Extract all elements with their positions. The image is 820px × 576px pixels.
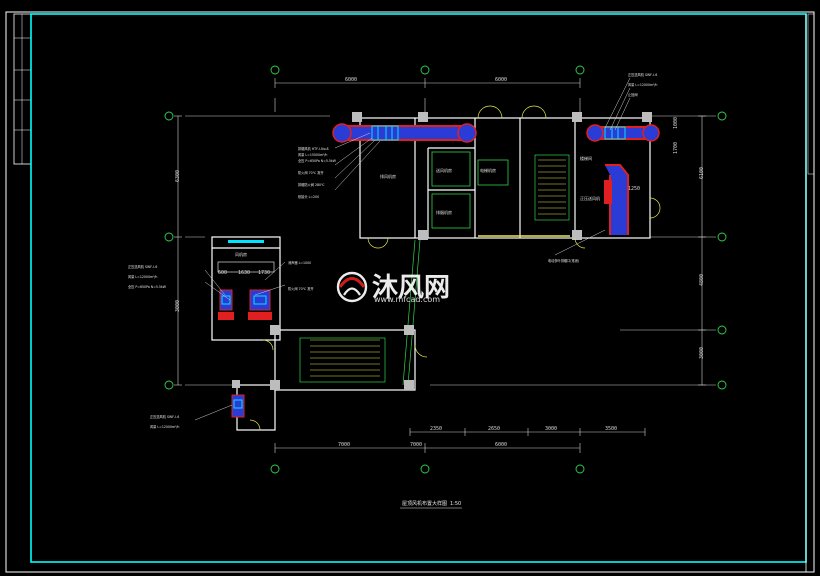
dim-bottom-upper-2: 2650 — [488, 426, 500, 432]
stair-rails — [299, 154, 570, 386]
annotation-text: 排烟风机 HTF-I-No.8 风量 L=15000m³/h 全压 P=650P… — [128, 72, 657, 429]
note-fire-damper: 防火阀 70℃ 常开 — [298, 170, 324, 175]
room-elevator: 电梯机房 — [480, 167, 496, 173]
grid-axes — [164, 65, 727, 474]
note-silencer: 消声器 L=1000 — [288, 260, 311, 265]
exhaust-duct-right — [586, 124, 660, 235]
exhaust-duct-top — [332, 123, 477, 143]
caption-scale: 1:50 — [450, 501, 461, 507]
watermark: 沐风网 www.mfcad.com — [336, 271, 450, 304]
supply-fans — [217, 240, 275, 418]
watermark-logo-icon — [336, 271, 368, 303]
dim-bottom-upper-3: 3000 — [545, 426, 557, 432]
dim-inner-4: 1250 — [628, 186, 640, 192]
room-fan: 风机房 — [235, 251, 247, 257]
note-left-pressure: 全压 P=650Pa N=5.5kW — [128, 284, 167, 289]
note-check-valve: 止回阀 — [628, 92, 638, 97]
room-stair: 楼梯间 — [580, 155, 592, 161]
door-swings — [249, 105, 661, 431]
room-labels: 排风机房 送风机房 排烟机房 电梯机房 楼梯间 风机房 正压送风机 — [235, 155, 600, 257]
note-supply-airflow: 风量 L=12000m³/h — [628, 82, 657, 87]
note-pressure: 全压 P=650Pa N=5.5kW — [298, 158, 337, 163]
caption-title: 屋顶风机布置大样图 — [402, 500, 447, 507]
dim-inner-2: 1630 — [238, 270, 250, 276]
dim-top-1: 6000 — [345, 77, 357, 83]
dim-right-3: 3000 — [699, 347, 705, 359]
dim-inner-6: 1000 — [673, 117, 679, 129]
note-bottom-fan: 正压送风机 SWF-I-6 — [150, 414, 179, 419]
note-supply-fan: 正压送风机 SWF-I-6 — [628, 72, 657, 77]
note-left-damper: 防火阀 70℃ 常开 — [288, 286, 314, 291]
dim-left-2: 3000 — [175, 300, 181, 312]
dim-bottom-lower-1: 7000 — [338, 442, 350, 448]
dimension-lines — [174, 78, 716, 453]
dim-bottom-upper-4: 3500 — [605, 426, 617, 432]
dim-left-1: 6300 — [175, 170, 181, 182]
watermark-url: www.mfcad.com — [374, 295, 440, 304]
dim-inner-5: 1700 — [673, 142, 679, 154]
note-exhaust-fan: 排烟风机 HTF-I-No.8 — [298, 146, 329, 151]
drawing-caption: 屋顶风机布置大样图 1:50 — [400, 500, 462, 509]
dim-right-1: 6100 — [699, 167, 705, 179]
note-left-fan: 正压送风机 SWF-I-6 — [128, 264, 157, 269]
note-smoke-outlet: 电动多叶排烟口(常闭) — [548, 258, 579, 263]
stair-hatching — [310, 159, 570, 377]
dim-inner-3: 1730 — [258, 270, 270, 276]
dim-right-2: 4800 — [699, 274, 705, 286]
room-exhaust: 排风机房 — [380, 173, 396, 179]
drawing-border — [5, 11, 815, 573]
structural-columns — [232, 112, 652, 390]
dim-bottom-lower-2: 7000 — [410, 442, 422, 448]
dim-bottom-lower-3: 6000 — [495, 442, 507, 448]
room-supply: 送风机房 — [436, 167, 452, 173]
annotation-leaders — [194, 77, 631, 421]
note-smoke-damper: 排烟防火阀 280℃ — [298, 182, 325, 187]
dim-top-2: 6000 — [495, 77, 507, 83]
note-flex-joint: 软接头 L=200 — [298, 194, 319, 199]
watermark-brand: 沐风网 — [372, 273, 450, 303]
room-pressure-fan: 正压送风机 — [580, 195, 600, 201]
equipment-pads — [431, 151, 509, 229]
dim-bottom-upper-1: 2350 — [430, 426, 442, 432]
dim-inner-1: 600 — [218, 270, 227, 276]
dimension-text: 6000 6000 2350 2650 3000 3500 7000 7000 … — [175, 77, 705, 448]
note-airflow: 风量 L=15000m³/h — [298, 152, 327, 157]
room-smoke: 排烟机房 — [436, 209, 452, 215]
note-bottom-airflow: 风量 L=12000m³/h — [150, 424, 179, 429]
note-left-airflow: 风量 L=12000m³/h — [128, 274, 157, 279]
